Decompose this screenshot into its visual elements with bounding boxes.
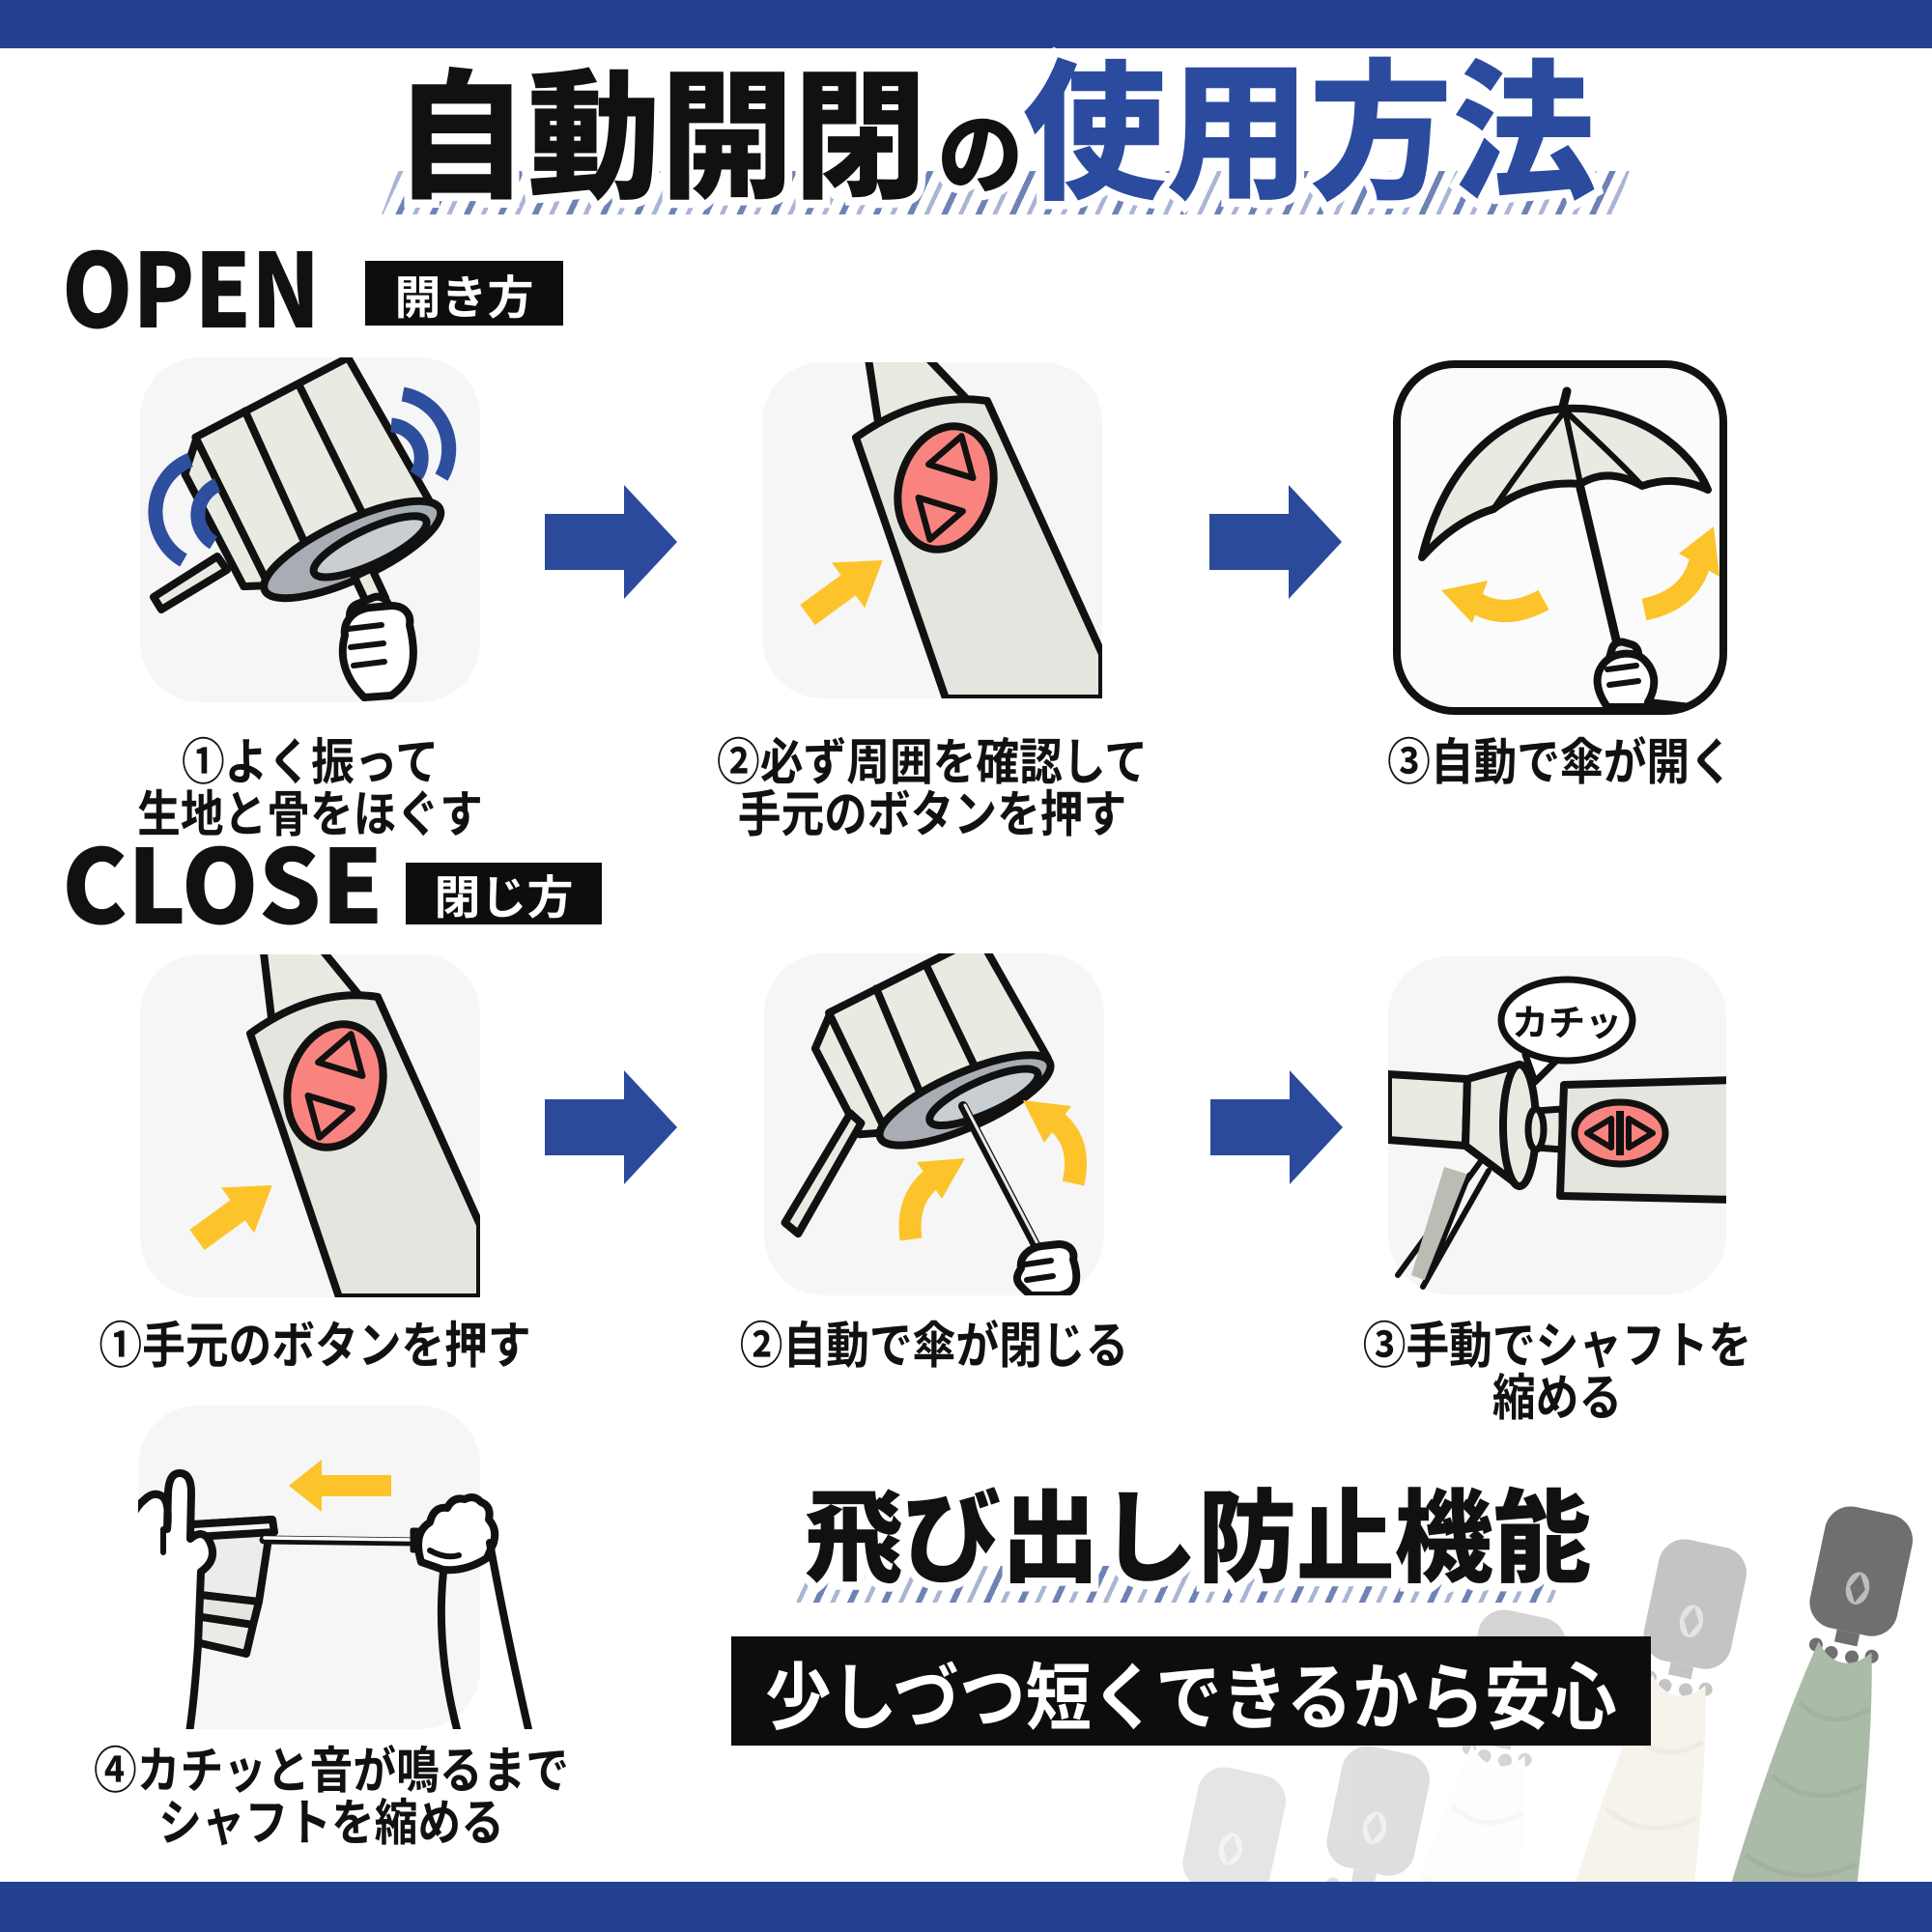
feature-heading-outline: 飛び出し防止機能 xyxy=(486,1457,1910,1604)
caption-line2-1: 手元のボタンを押す xyxy=(737,774,1127,846)
title-outline-particle: の xyxy=(930,74,1032,221)
press-arrow-icon-2 xyxy=(189,1185,272,1250)
caption-open-step0-line1: ①よく振って xyxy=(181,722,440,794)
title-part-black: 自動開閉 xyxy=(394,24,927,227)
title-outline-blue: 使用方法 xyxy=(1015,12,1604,230)
press-arrow-icon xyxy=(800,560,883,625)
close-arrows-icon xyxy=(898,1100,1087,1241)
close-step4-caption: ④カチッと音が鳴るまでシャフトを縮める xyxy=(82,1741,581,1845)
open-step2-caption: ②必ず周囲を確認して手元のボタンを押す xyxy=(683,732,1181,837)
click-sound-text: カチッ xyxy=(1512,993,1622,1046)
click-sound-bubble xyxy=(1497,976,1636,1086)
title-particle: の xyxy=(937,82,1023,213)
title-outline-black: 自動開閉 xyxy=(386,24,934,227)
title-part-blue: 使用方法 xyxy=(1022,12,1596,230)
close-step3-caption: ③手動でシャフトを縮める xyxy=(1308,1316,1806,1420)
illustration-shrink-shaft-click: カチッ xyxy=(1388,976,1726,1290)
open-step3-caption: ③自動で傘が開く xyxy=(1311,732,1809,784)
handle-closeup-shape-2 xyxy=(246,954,480,1297)
caption-line2-0: 生地と骨をほぐす xyxy=(137,774,483,846)
caption-line2-2: 縮める xyxy=(1492,1357,1623,1430)
title-hatch-ribbon xyxy=(382,171,1630,214)
open-tag-badge: 開き方 xyxy=(365,260,563,327)
close-arrow-1-icon xyxy=(545,1070,677,1184)
page-title-fill: 自動開閉の使用方法 xyxy=(98,12,1892,230)
illustration-umbrella-closes xyxy=(781,953,1087,1295)
bottom-border-bar xyxy=(0,1882,1932,1932)
illustration-umbrella-opens xyxy=(1418,386,1719,707)
caption-close-step0-line1: ①手元のボタンを押す xyxy=(99,1305,531,1378)
caption-open-step1-line1: ②必ず周囲を確認して xyxy=(717,722,1148,794)
caption-close-step2-line1: ③手動でシャフトを xyxy=(1362,1305,1752,1378)
top-border-bar xyxy=(0,0,1932,48)
handle-closeup-shape xyxy=(852,362,1102,698)
folded-umbrella-photo xyxy=(1182,1767,1286,1884)
caption-line2-3: シャフトを縮める xyxy=(158,1782,504,1855)
close-step1-caption: ①手元のボタンを押す xyxy=(66,1316,564,1368)
gripping-hand xyxy=(338,592,417,701)
illustration-press-button-handle xyxy=(800,362,1102,698)
feature-banner-text: 少しづつ短くできるから安心 xyxy=(765,1637,1617,1745)
feature-heading-text: 飛び出し防止機能 xyxy=(804,1457,1592,1604)
illustration-press-button-handle-2 xyxy=(189,954,480,1297)
illustration-shake-folded-umbrella xyxy=(148,357,457,701)
close-tag-badge: 閉じ方 xyxy=(406,860,602,927)
folded-umbrella-photo xyxy=(1725,1506,1913,1884)
faded-umbrellas-image xyxy=(1182,1506,1913,1884)
close-arrow-2-icon xyxy=(1210,1070,1343,1184)
open-section-label: OPEN xyxy=(62,209,321,357)
rotate-arrows-icon xyxy=(1441,526,1719,623)
shaft-and-hand xyxy=(958,1101,1081,1295)
open-arrow-1-icon xyxy=(545,485,677,599)
compress-arrow-icon xyxy=(289,1460,391,1512)
shrink-shaft-shape xyxy=(1388,1061,1726,1290)
open-umbrella-shape xyxy=(1418,386,1712,707)
caption-close-step1-line1: ②自動で傘が閉じる xyxy=(739,1305,1129,1378)
close-section-label: CLOSE xyxy=(62,805,384,953)
feature-banner: 少しづつ短くできるから安心 xyxy=(731,1636,1651,1746)
compress-shaft-shape xyxy=(138,1469,532,1729)
page-title: 自動開閉の使用方法 自動開閉の使用方法 xyxy=(0,12,1932,230)
closing-umbrella-shape xyxy=(781,953,1055,1238)
umbrella-strap xyxy=(150,553,231,613)
close-step2-caption: ②自動で傘が閉じる xyxy=(685,1316,1183,1368)
illustration-compress-shaft xyxy=(138,1460,532,1729)
feature-heading-outline-text: 飛び出し防止機能 xyxy=(796,1457,1599,1604)
caption-close-step3-line1: ④カチッと音が鳴るまで xyxy=(94,1730,569,1803)
shake-marks-icon xyxy=(148,386,457,567)
feature-hatch-ribbon xyxy=(796,1566,1566,1603)
folded-umbrella-photo xyxy=(1559,1539,1747,1884)
caption-open-step2-line1: ③自動で傘が開く xyxy=(1387,722,1733,794)
feature-heading-fill: 飛び出し防止機能 xyxy=(486,1467,1910,1593)
page-title-outline: 自動開閉の使用方法 xyxy=(98,12,1892,230)
folded-umbrella-shape xyxy=(181,357,445,611)
folded-umbrella-photo xyxy=(1242,1746,1430,1884)
open-step1-caption: ①よく振って生地と骨をほぐす xyxy=(61,732,559,837)
open-arrow-2-icon xyxy=(1209,485,1342,599)
